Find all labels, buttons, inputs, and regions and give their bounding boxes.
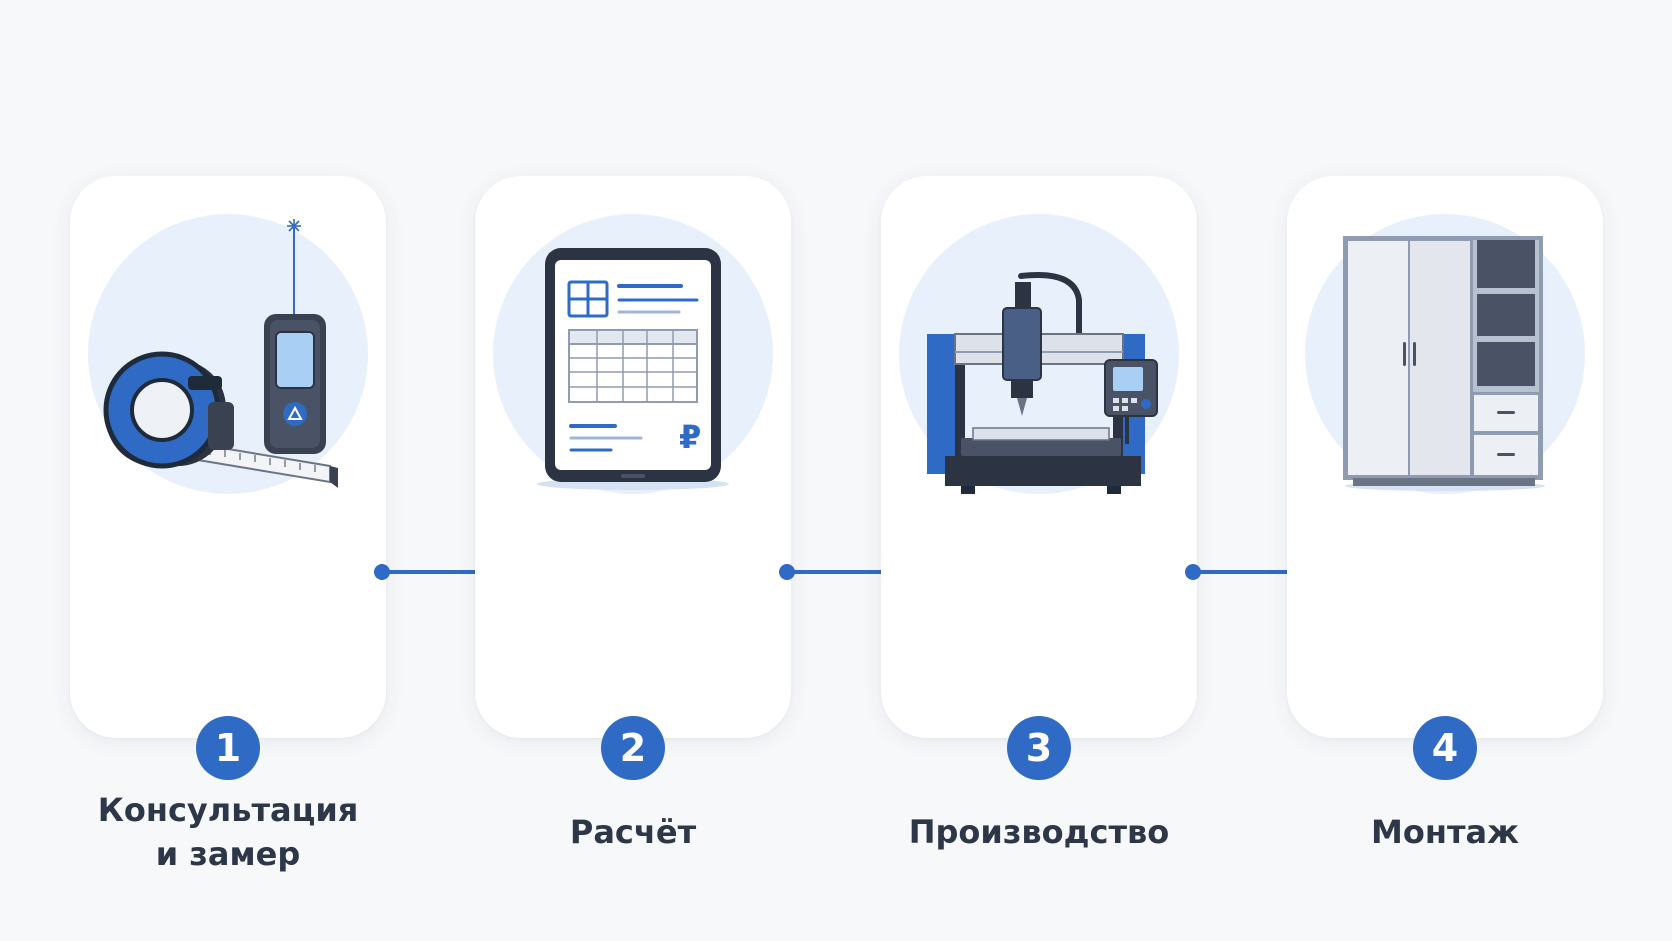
step-label: Расчёт xyxy=(475,810,791,854)
wardrobe-icon xyxy=(1297,204,1593,504)
step-label-line: Монтаж xyxy=(1371,813,1519,851)
currency-symbol: ₽ xyxy=(679,418,701,456)
step-card-1: 1 Консультация и замер xyxy=(70,176,386,873)
step-label: Производство xyxy=(881,810,1197,854)
step-label: Консультация и замер xyxy=(70,788,386,876)
step-card-3: 3 Производство xyxy=(881,176,1197,851)
step-number-badge: 4 xyxy=(1413,716,1477,780)
step-card-2: ₽ 2 Расчёт xyxy=(475,176,791,851)
step-label-line: Производство xyxy=(908,813,1170,851)
step-card-4: 4 Монтаж xyxy=(1287,176,1603,851)
step-label-line: и замер xyxy=(155,835,301,873)
step-label-line: Консультация xyxy=(97,791,359,829)
tablet-estimate-icon: ₽ xyxy=(485,204,781,504)
step-number-badge: 2 xyxy=(601,716,665,780)
step-label: Монтаж xyxy=(1287,810,1603,854)
cnc-machine-icon xyxy=(891,204,1187,504)
step-number-badge: 1 xyxy=(196,716,260,780)
measuring-tools-icon xyxy=(80,204,376,504)
step-label-line: Расчёт xyxy=(569,813,697,851)
step-number-badge: 3 xyxy=(1007,716,1071,780)
